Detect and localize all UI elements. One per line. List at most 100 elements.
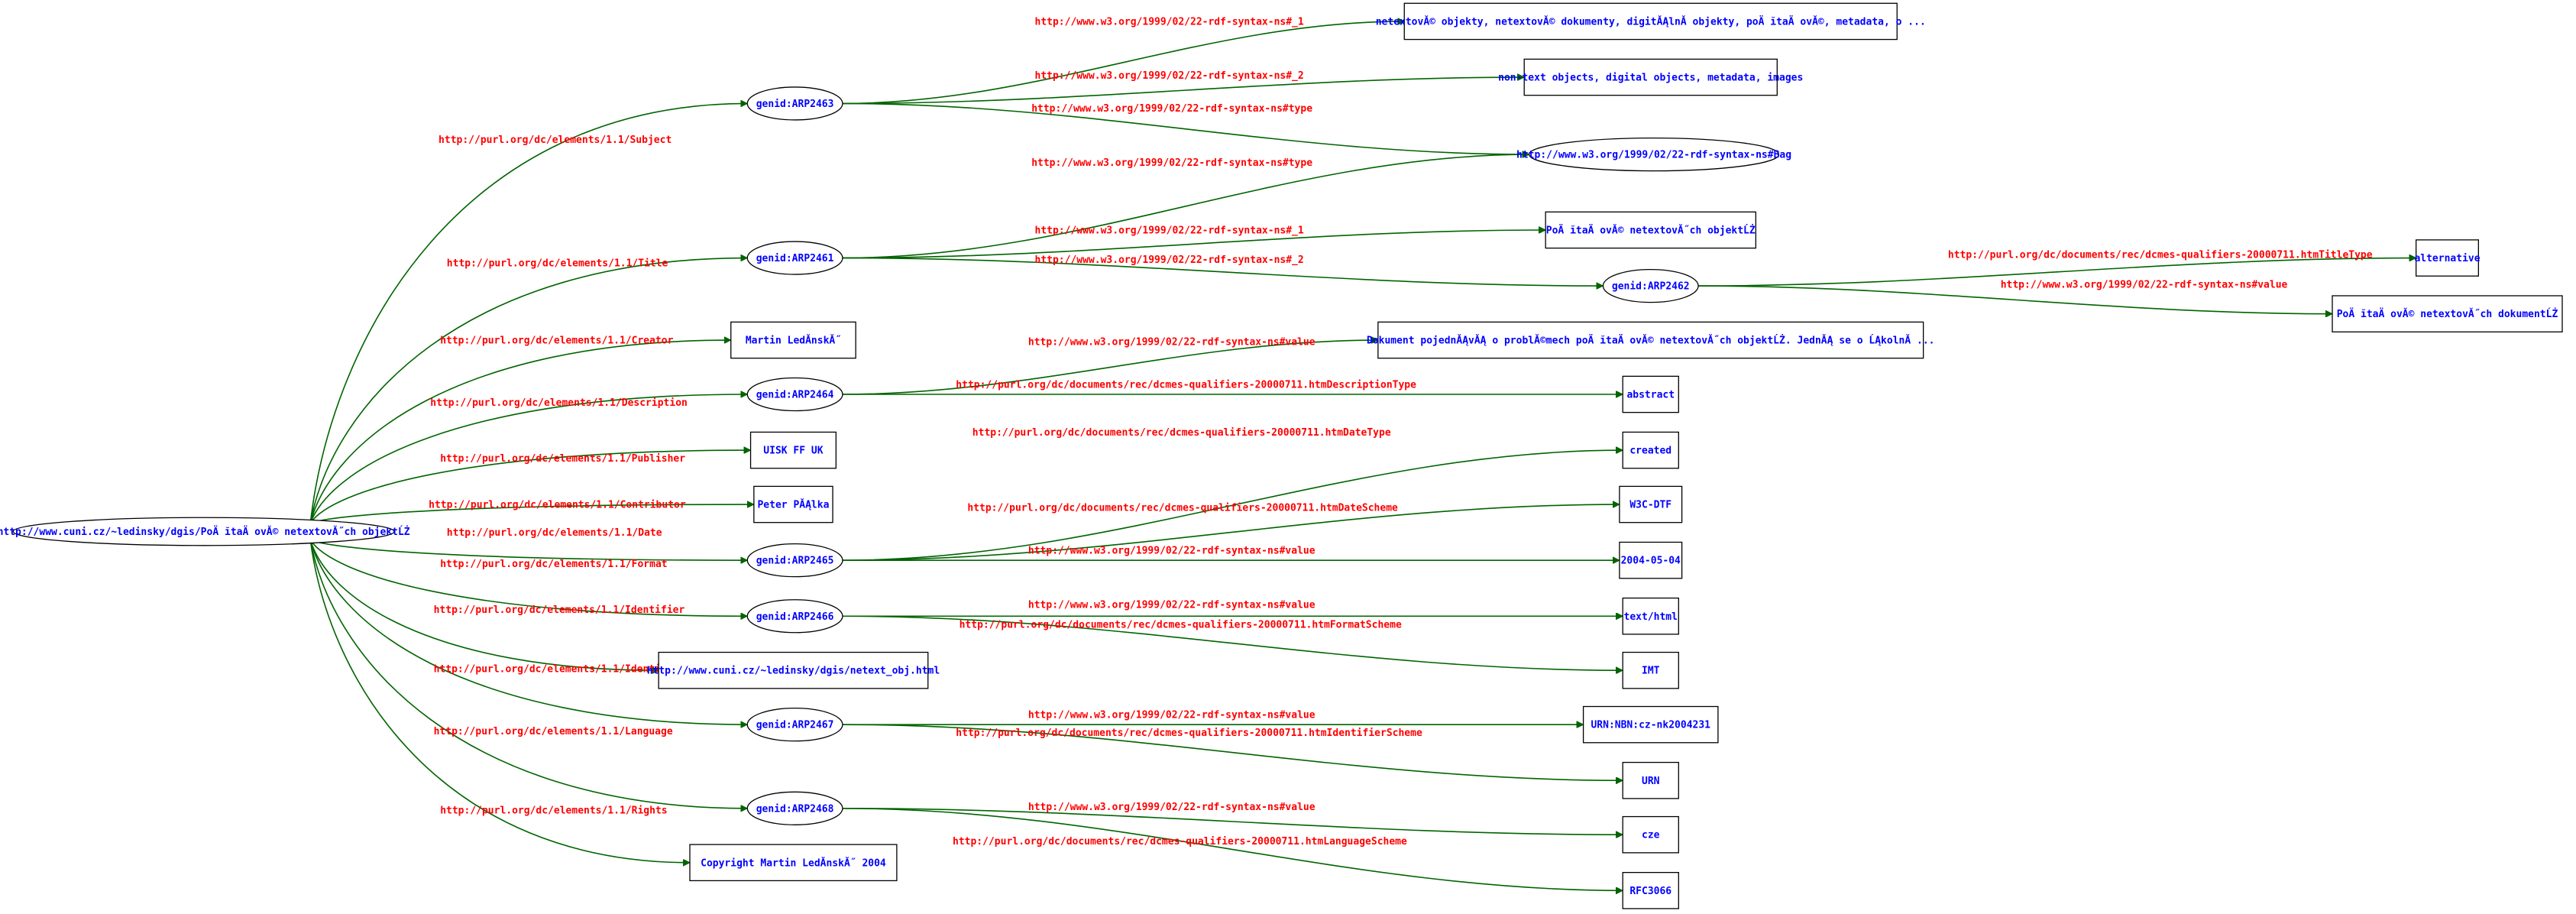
node-label: UISK FF UK	[763, 446, 823, 457]
edge-label: http://purl.org/dc/elements/1.1/Rights	[440, 805, 667, 816]
edge-g2465-l_created	[842, 450, 1623, 561]
node-label: PoÄ ĭtaÄ ovĂ© netextovĂ˝ch objektĹŻ	[1546, 225, 1756, 237]
literal-node-l_date: 2004-05-04	[1619, 541, 1683, 579]
edge-g2466-l_imt	[842, 615, 1623, 670]
edge-root-g2465	[309, 539, 747, 560]
literal-node-l_cze: cze	[1622, 815, 1679, 854]
node-label: 2004-05-04	[1621, 556, 1681, 567]
edge-label: http://purl.org/dc/documents/rec/dcmes-q…	[956, 379, 1416, 391]
edge-label: http://purl.org/dc/documents/rec/dcmes-q…	[953, 836, 1407, 848]
edge-label: http://purl.org/dc/elements/1.1/Identifi…	[434, 604, 685, 616]
node-label: PoÄ ĭtaÄ ovĂ© netextovĂ˝ch dokumentĹŻ	[2337, 308, 2558, 320]
node-shape	[746, 377, 843, 412]
node-shape	[746, 86, 843, 121]
edge-label: http://purl.org/dc/elements/1.1/Contribu…	[429, 499, 686, 510]
edge-g2463-l_nontext	[842, 77, 1524, 105]
node-shape	[12, 517, 395, 546]
literal-node-l_martin: Martin LedĂ­nskĂ˝	[730, 321, 856, 359]
node-shape	[1619, 485, 1683, 523]
node-label: URN	[1642, 776, 1660, 787]
edge-root-g2466	[309, 540, 747, 616]
resource-node-bag: http://www.w3.org/1999/02/22-rdf-syntax-…	[1516, 137, 1791, 172]
edge-label: http://purl.org/dc/elements/1.1/Creator	[440, 335, 673, 346]
literal-node-l_netext: netextovĂ© objekty, netextovĂ© dokumenty…	[1376, 2, 1926, 41]
edge-label: http://purl.org/dc/elements/1.1/Descript…	[430, 397, 688, 409]
node-shape	[689, 844, 898, 882]
edge-label: http://purl.org/dc/documents/rec/dcmes-q…	[972, 427, 1391, 439]
edge-label: http://www.w3.org/1999/02/22-rdf-syntax-…	[1028, 546, 1316, 557]
node-label: alternative	[2414, 253, 2480, 264]
node-shape	[1622, 431, 1679, 469]
edge-g2461-l_title	[842, 230, 1545, 259]
edge-label: http://www.w3.org/1999/02/22-rdf-syntax-…	[1031, 103, 1312, 115]
edge-label: http://www.w3.org/1999/02/22-rdf-syntax-…	[1035, 225, 1304, 236]
resource-node-g2461: genid:ARP2461	[746, 241, 843, 275]
node-shape	[753, 485, 833, 523]
resource-node-g2465: genid:ARP2465	[746, 543, 843, 578]
node-shape	[746, 791, 843, 825]
edge-root-g2467	[309, 540, 747, 724]
node-shape	[1622, 375, 1679, 413]
edge-root-l_uisk	[309, 450, 750, 524]
literal-node-l_w3cdtf: W3C-DTF	[1619, 485, 1683, 523]
edge-label: http://purl.org/dc/elements/1.1/Language	[434, 726, 673, 737]
node-label: text/html	[1624, 611, 1678, 623]
node-shape	[1622, 597, 1679, 635]
node-label: Copyright Martin LedĂ­nskĂ˝ 2004	[701, 857, 886, 869]
literal-node-l_texthtml: text/html	[1622, 597, 1679, 635]
node-label: W3C-DTF	[1629, 500, 1671, 511]
literal-node-l_copy: Copyright Martin LedĂ­nskĂ˝ 2004	[689, 844, 898, 882]
node-label: genid:ARP2468	[756, 803, 834, 815]
edge-g2463-l_netext	[842, 21, 1404, 105]
edge-label: http://www.w3.org/1999/02/22-rdf-syntax-…	[1028, 600, 1316, 611]
edge-g2463-bag	[842, 102, 1529, 154]
node-shape	[746, 599, 843, 634]
edge-g2465-l_w3cdtf	[842, 504, 1620, 561]
literal-node-l_imt: IMT	[1622, 651, 1679, 689]
literal-node-l_created: created	[1622, 431, 1679, 469]
resource-node-root: http://www.cuni.cz/~ledinsky/dgis/PoÄ ĭt…	[0, 517, 410, 546]
edge-label: http://purl.org/dc/elements/1.1/Identifi…	[434, 663, 685, 675]
edge-g2461-g2462	[842, 257, 1603, 287]
edge-g2462-l_doc	[1698, 285, 2332, 314]
edge-label: http://purl.org/dc/elements/1.1/Subject	[439, 135, 672, 146]
literal-node-l_peter: Peter PĂĄlka	[753, 485, 833, 523]
node-shape	[1619, 541, 1683, 579]
edge-label: http://www.w3.org/1999/02/22-rdf-syntax-…	[1035, 16, 1304, 28]
edge-label: http://www.w3.org/1999/02/22-rdf-syntax-…	[1028, 337, 1316, 348]
literal-node-l_rfc: RFC3066	[1622, 872, 1679, 909]
resource-node-g2462: genid:ARP2462	[1602, 268, 1699, 303]
resource-node-g2464: genid:ARP2464	[746, 377, 843, 412]
edge-g2467-l_urn2	[842, 724, 1623, 780]
node-shape	[746, 543, 843, 578]
edge-g2468-l_rfc	[842, 808, 1623, 891]
node-shape	[1622, 815, 1679, 854]
edge-label: http://www.w3.org/1999/02/22-rdf-syntax-…	[1035, 254, 1304, 266]
node-shape	[749, 431, 837, 469]
node-label: Peter PĂĄlka	[757, 499, 829, 511]
edge-root-l_copy	[309, 540, 690, 862]
edge-label: http://purl.org/dc/documents/rec/dcmes-q…	[960, 619, 1402, 630]
edge-label: http://www.w3.org/1999/02/22-rdf-syntax-…	[1028, 802, 1316, 813]
node-shape	[1523, 58, 1778, 96]
literal-node-l_urn: URN:NBN:cz-nk2004231	[1582, 705, 1719, 744]
edge-label: http://www.w3.org/1999/02/22-rdf-syntax-…	[1031, 157, 1312, 169]
edge-label: http://www.w3.org/1999/02/22-rdf-syntax-…	[2001, 279, 2288, 290]
node-label: http://www.cuni.cz/~ledinsky/dgis/netext…	[647, 666, 940, 677]
edge-label: http://www.w3.org/1999/02/22-rdf-syntax-…	[1028, 710, 1316, 721]
resource-node-g2467: genid:ARP2467	[746, 708, 843, 742]
node-label: http://www.cuni.cz/~ledinsky/dgis/PoÄ ĭt…	[0, 526, 410, 538]
edge-root-g2461	[309, 258, 747, 523]
node-label: genid:ARP2467	[756, 720, 834, 731]
edge-label: http://purl.org/dc/elements/1.1/Title	[447, 258, 668, 269]
node-shape	[1529, 137, 1780, 172]
node-label: Martin LedĂ­nskĂ˝	[746, 335, 841, 347]
node-shape	[1403, 2, 1898, 41]
literal-node-l_uisk: UISK FF UK	[749, 431, 837, 469]
resource-node-g2468: genid:ARP2468	[746, 791, 843, 825]
edge-label: http://purl.org/dc/elements/1.1/Format	[440, 559, 667, 570]
node-shape	[1377, 321, 1924, 359]
node-label: genid:ARP2465	[756, 556, 834, 567]
literal-node-l_alt: alternative	[2414, 239, 2481, 277]
